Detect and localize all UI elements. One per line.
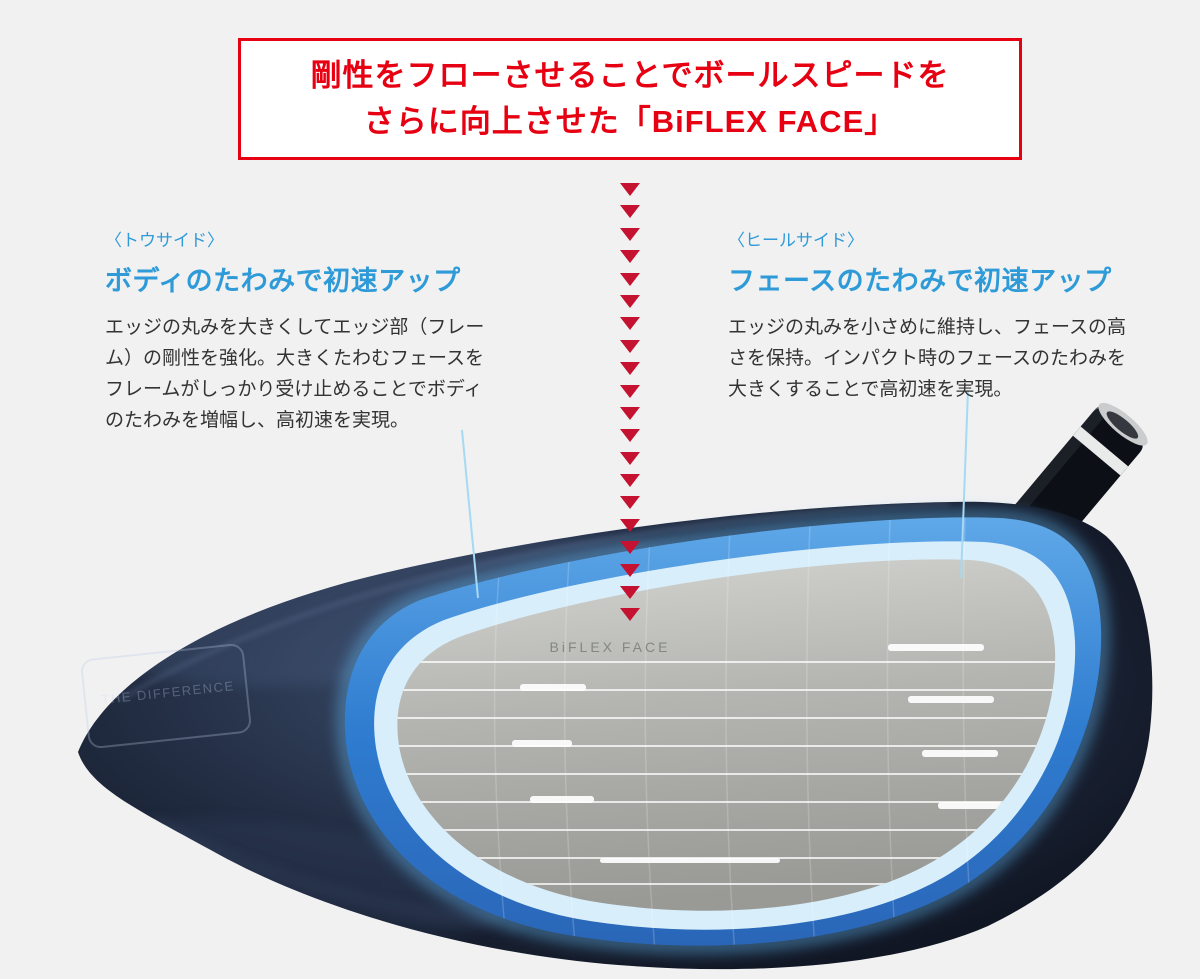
heel-callout-line [960,389,969,579]
down-arrow-icon [620,429,640,443]
down-arrow-icon [620,317,640,331]
face-dash-marks [512,644,1002,863]
down-arrow-icon [620,339,640,353]
headline-banner: 剛性をフローさせることでボールスピードを さらに向上させた「BiFLEX FAC… [238,38,1022,160]
down-arrow-icon [620,474,640,488]
arrow-column [620,183,640,622]
toe-side-body: エッジの丸みを大きくしてエッジ部（フレーム）の剛性を強化。大きくたわむフェースを… [105,317,485,431]
headline-line1: 剛性をフローさせることでボールスピードを [310,57,950,93]
heel-side-callout: 〈ヒールサイド〉 フェースのたわみで初速アップ エッジの丸みを小さめに維持し、フ… [728,226,1136,405]
down-arrow-icon [620,183,640,196]
face-label: BiFLEX FACE [550,639,671,655]
down-arrow-icon [620,586,640,600]
down-arrow-icon [620,294,640,308]
down-arrow-icon [620,384,640,398]
down-arrow-icon [620,541,640,555]
face-grid-lines [493,517,971,946]
heel-side-body: エッジの丸みを小さめに維持し、フェースの高さを保持。インパクト時のフェースのたわ… [728,317,1127,400]
down-arrow-icon [620,451,640,465]
heel-side-heading: フェースのたわみで初速アップ [728,266,1112,296]
toe-callout-line [461,429,479,599]
down-arrow-icon [620,362,640,376]
down-arrow-icon [620,496,640,510]
heel-side-tag: 〈ヒールサイド〉 [728,231,864,250]
toe-side-tag: 〈トウサイド〉 [105,231,224,250]
down-arrow-icon [620,227,640,241]
down-arrow-icon [620,205,640,219]
down-arrow-icon [620,250,640,264]
toe-side-heading: ボディのたわみで初速アップ [105,266,461,296]
headline-line2: さらに向上させた「BiFLEX FACE」 [363,103,897,139]
down-arrow-icon [620,518,640,532]
hosel-stripe [1072,426,1129,476]
down-arrow-icon [620,608,640,622]
down-arrow-icon [620,563,640,577]
toe-side-callout: 〈トウサイド〉 ボディのたわみで初速アップ エッジの丸みを大きくしてエッジ部（フ… [105,226,497,436]
down-arrow-icon [620,272,640,286]
down-arrow-icon [620,406,640,420]
